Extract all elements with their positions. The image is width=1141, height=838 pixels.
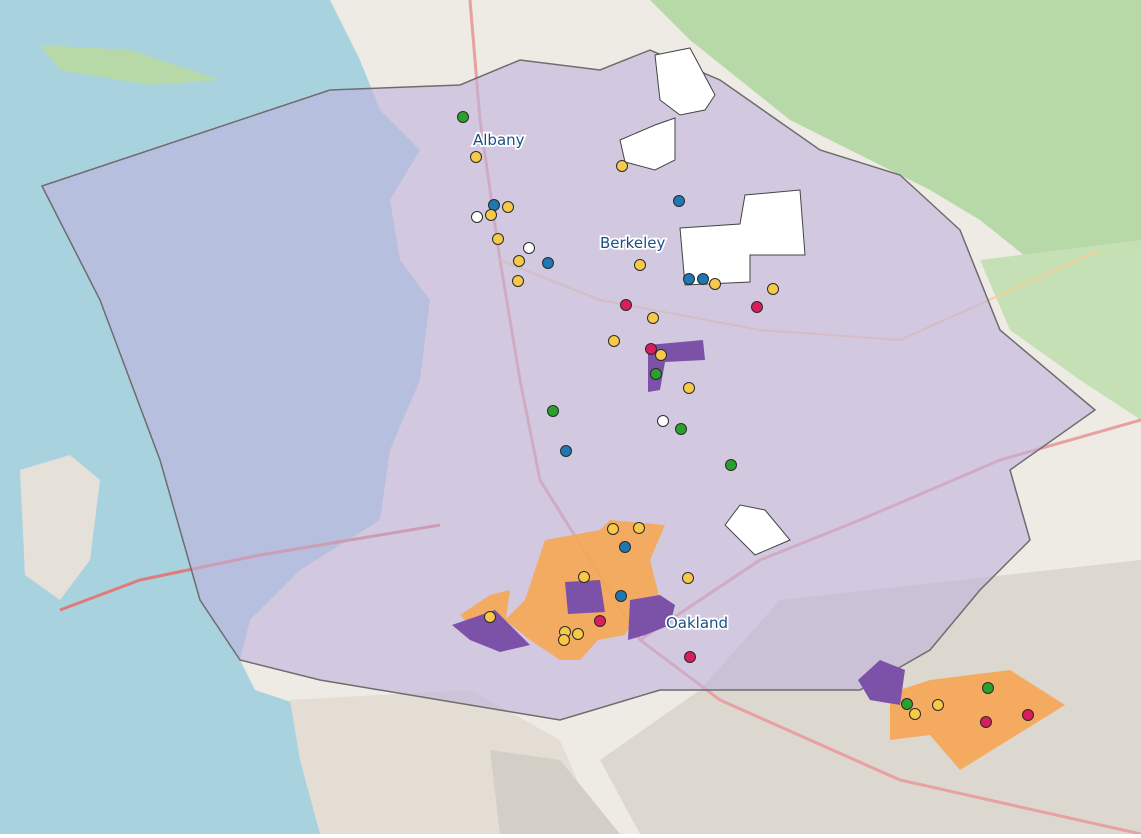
map-marker-yellow[interactable]: [655, 349, 667, 361]
map-marker-green[interactable]: [547, 405, 559, 417]
map-marker-yellow[interactable]: [909, 708, 921, 720]
map-marker-blue[interactable]: [619, 541, 631, 553]
markers: [457, 111, 1034, 728]
brooks-island: [40, 45, 220, 85]
excluded-area: [724, 504, 791, 556]
map-marker-white[interactable]: [523, 242, 535, 254]
excluded-area: [654, 47, 716, 116]
map-marker-red[interactable]: [980, 716, 992, 728]
map-marker-red[interactable]: [684, 651, 696, 663]
map-marker-green[interactable]: [982, 682, 994, 694]
map-marker-yellow[interactable]: [578, 571, 590, 583]
city-label-oakland: Oakland: [666, 614, 728, 632]
map-marker-yellow[interactable]: [616, 160, 628, 172]
purple-zone: [452, 610, 530, 652]
map-marker-yellow[interactable]: [709, 278, 721, 290]
alameda: [490, 750, 620, 834]
purple-zone: [858, 660, 905, 705]
purple-zone: [565, 580, 605, 614]
city-labels: Albany Berkeley Oakland: [471, 129, 730, 634]
map-marker-yellow[interactable]: [767, 283, 779, 295]
map-marker-blue[interactable]: [683, 273, 695, 285]
map-marker-yellow[interactable]: [633, 522, 645, 534]
treasure-island: [20, 455, 100, 600]
map-marker-yellow[interactable]: [512, 275, 524, 287]
study-area-boundary: [40, 49, 1097, 721]
map-marker-green[interactable]: [457, 111, 469, 123]
hills-park: [650, 0, 1141, 330]
orange-zone: [890, 670, 1065, 770]
map-marker-yellow[interactable]: [492, 233, 504, 245]
map-marker-green[interactable]: [725, 459, 737, 471]
map-marker-red[interactable]: [1022, 709, 1034, 721]
map-marker-yellow[interactable]: [607, 523, 619, 535]
map-marker-white[interactable]: [657, 415, 669, 427]
map-marker-yellow[interactable]: [608, 335, 620, 347]
map-marker-yellow[interactable]: [647, 312, 659, 324]
map-marker-yellow[interactable]: [484, 611, 496, 623]
map-marker-red[interactable]: [645, 343, 657, 355]
city-label-albany: Albany: [473, 131, 525, 149]
map-marker-red[interactable]: [594, 615, 606, 627]
map-marker-blue[interactable]: [542, 257, 554, 269]
excluded-areas: [619, 47, 806, 556]
map-marker-yellow[interactable]: [634, 259, 646, 271]
map-marker-yellow[interactable]: [572, 628, 584, 640]
map-marker-red[interactable]: [620, 299, 632, 311]
map-marker-blue[interactable]: [488, 199, 500, 211]
map-marker-yellow[interactable]: [513, 255, 525, 267]
purple-zone: [628, 595, 675, 640]
purple-zones: [452, 340, 905, 705]
map-marker-red[interactable]: [751, 301, 763, 313]
map-marker-yellow[interactable]: [502, 201, 514, 213]
map-marker-yellow[interactable]: [683, 382, 695, 394]
map-marker-green[interactable]: [675, 423, 687, 435]
map-marker-white[interactable]: [471, 211, 483, 223]
map-marker-green[interactable]: [650, 368, 662, 380]
map-marker-blue[interactable]: [560, 445, 572, 457]
map-marker-yellow[interactable]: [470, 151, 482, 163]
map-marker-blue[interactable]: [673, 195, 685, 207]
map-marker-blue[interactable]: [615, 590, 627, 602]
map-marker-yellow[interactable]: [485, 209, 497, 221]
map-marker-yellow[interactable]: [682, 572, 694, 584]
excluded-area: [679, 189, 806, 286]
map-marker-yellow[interactable]: [932, 699, 944, 711]
map-marker-green[interactable]: [901, 698, 913, 710]
city-label-berkeley: Berkeley: [600, 234, 665, 252]
map-marker-blue[interactable]: [697, 273, 709, 285]
map-marker-yellow[interactable]: [558, 634, 570, 646]
